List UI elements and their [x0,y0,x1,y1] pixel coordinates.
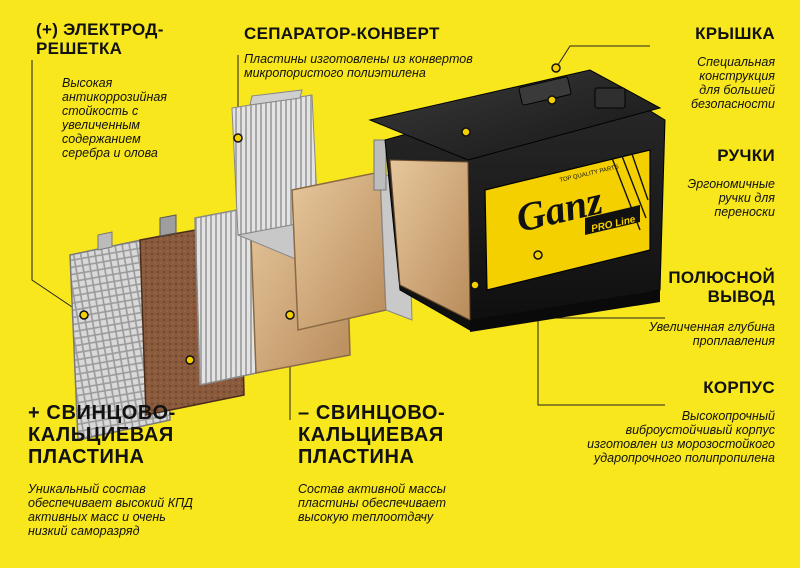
label-negative-plate: – СВИНЦОВО- КАЛЬЦИЕВАЯ ПЛАСТИНА Состав а… [298,402,446,524]
label-handles-desc: Эргономичные ручки для переноски [687,177,775,219]
label-grid-title: (+) ЭЛЕКТРОД- РЕШЕТКА [36,20,164,58]
label-terminal: ПОЛЮСНОЙ ВЫВОД Увеличенная глубина пропл… [649,268,775,348]
label-lid-desc: Специальная конструкция для большей безо… [691,55,775,111]
label-handles-title: РУЧКИ [717,146,775,165]
label-negative-plate-title: – СВИНЦОВО- КАЛЬЦИЕВАЯ ПЛАСТИНА [298,402,446,468]
label-positive-plate-title: + СВИНЦОВО- КАЛЬЦИЕВАЯ ПЛАСТИНА [28,402,176,468]
label-terminal-title: ПОЛЮСНОЙ ВЫВОД [668,268,775,306]
label-grid: (+) ЭЛЕКТРОД- РЕШЕТКА [36,20,164,58]
label-separator-desc: Пластины изготовлены из конвертов микроп… [244,52,473,80]
label-case: КОРПУС Высокопрочный виброустойчивый кор… [587,378,775,465]
label-separator-title: СЕПАРАТОР-КОНВЕРТ [244,24,440,43]
callout-dots [79,63,561,365]
label-terminal-desc: Увеличенная глубина проплавления [648,320,775,348]
label-separator: СЕПАРАТОР-КОНВЕРТ Пластины изготовлены и… [244,24,473,80]
label-positive-plate: + СВИНЦОВО- КАЛЬЦИЕВАЯ ПЛАСТИНА Уникальн… [28,402,193,538]
label-case-title: КОРПУС [703,378,775,397]
label-lid-title: КРЫШКА [695,24,775,43]
label-case-desc: Высокопрочный виброустойчивый корпус изг… [587,409,775,465]
label-positive-plate-desc: Уникальный состав обеспечивает высокий К… [28,482,193,538]
label-handles: РУЧКИ Эргономичные ручки для переноски [688,146,775,219]
label-negative-plate-desc: Состав активной массы пластины обеспечив… [298,482,447,524]
label-lid: КРЫШКА Специальная конструкция для больш… [691,24,775,111]
battery [368,69,666,332]
label-grid-desc: Высокая антикоррозийная стойкость с увел… [62,76,167,160]
